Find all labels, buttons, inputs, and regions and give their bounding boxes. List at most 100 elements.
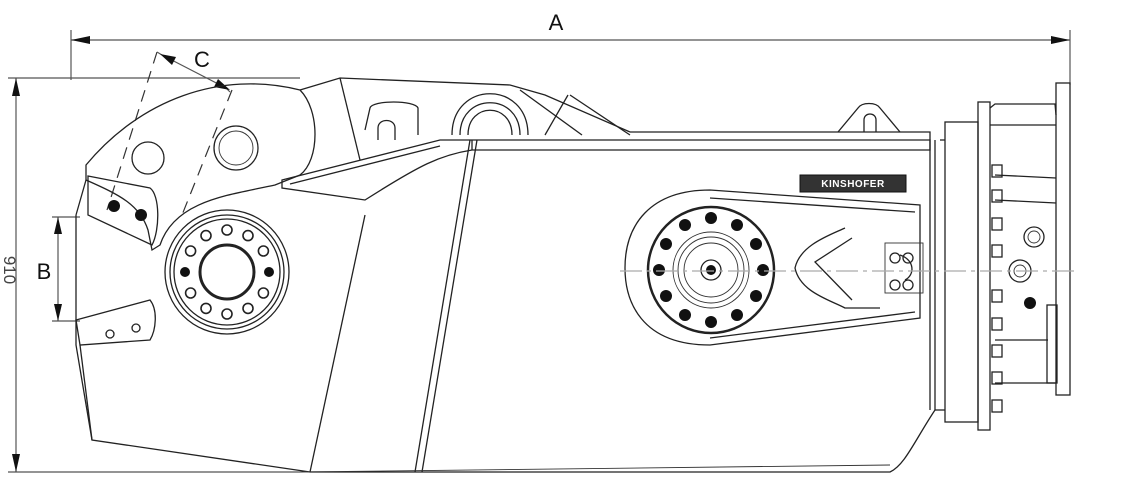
dimension-label-height: 910 bbox=[0, 256, 19, 284]
lifting-eye bbox=[863, 113, 877, 132]
bolt-head-icon bbox=[991, 217, 1003, 231]
bottom-plate-line bbox=[299, 464, 891, 473]
bolt-icon bbox=[221, 224, 233, 236]
hub-ring bbox=[173, 218, 281, 326]
roller bbox=[889, 252, 901, 264]
upper-frame bbox=[299, 77, 631, 133]
arrow-left-icon bbox=[71, 36, 90, 44]
arrow-icon bbox=[214, 79, 230, 90]
bolt-icon bbox=[200, 229, 212, 242]
dimension-b: B bbox=[37, 216, 80, 322]
bolt-icon bbox=[242, 302, 254, 315]
bolt-icon bbox=[135, 209, 147, 221]
dimension-label-b: B bbox=[37, 259, 52, 284]
roller-frame bbox=[884, 242, 924, 294]
bolt-icon bbox=[757, 264, 769, 276]
brand-plate-text: KINSHOFER bbox=[821, 179, 885, 190]
bolt-icon bbox=[184, 287, 197, 299]
bolt-icon bbox=[131, 323, 141, 333]
arch-lug-inner bbox=[467, 109, 513, 136]
lower-body-outline bbox=[75, 215, 936, 473]
bolt-icon bbox=[679, 219, 691, 231]
bolt-head-icon bbox=[991, 189, 1003, 203]
body-seam bbox=[414, 139, 471, 473]
bolt-icon bbox=[257, 287, 270, 299]
hook bbox=[899, 254, 913, 281]
hub-ring bbox=[169, 214, 285, 330]
brand-plate: KINSHOFER bbox=[799, 174, 907, 193]
lower-blade bbox=[75, 299, 156, 346]
brace bbox=[544, 94, 569, 136]
bolt-icon bbox=[750, 238, 762, 250]
gear-bolts bbox=[653, 212, 769, 328]
gear-ring bbox=[672, 231, 750, 309]
main-beam bbox=[281, 139, 931, 201]
bolt-icon bbox=[108, 200, 120, 212]
bolt-head-icon bbox=[991, 289, 1003, 303]
roller bbox=[902, 279, 914, 291]
bolt-head-icon bbox=[991, 164, 1003, 178]
coupler-bolts bbox=[991, 164, 1003, 413]
lower-jaw-edge bbox=[79, 344, 93, 441]
lifting-lug-right bbox=[837, 102, 901, 133]
rotation-housing bbox=[624, 189, 921, 346]
bolt-icon bbox=[180, 267, 190, 277]
body-seam bbox=[309, 214, 366, 473]
upper-blade bbox=[87, 175, 159, 246]
dimension-c: C bbox=[106, 47, 233, 221]
jaw-open-dashed-line bbox=[179, 89, 233, 221]
hub-center bbox=[198, 243, 256, 301]
rotation-assembly bbox=[624, 189, 924, 346]
jaw-hole bbox=[131, 141, 165, 175]
dimension-label-c: C bbox=[194, 47, 210, 72]
hub-bolts bbox=[180, 224, 274, 320]
bolt-icon bbox=[264, 267, 274, 277]
dimension-a: A bbox=[70, 10, 1071, 85]
bolt-icon bbox=[705, 316, 717, 328]
arrow-up-icon bbox=[12, 78, 20, 96]
gear-ring bbox=[677, 236, 745, 304]
arch-lug bbox=[451, 93, 529, 136]
arrow-down-icon bbox=[12, 454, 20, 472]
bolt-head-icon bbox=[991, 244, 1003, 258]
frame-edge bbox=[339, 77, 361, 161]
beam-line bbox=[289, 145, 441, 185]
bolt-icon bbox=[105, 329, 115, 339]
jaw-pin-hole-inner bbox=[218, 130, 254, 166]
bolt-icon bbox=[221, 308, 233, 320]
pivot-hub bbox=[164, 209, 290, 335]
brace bbox=[519, 89, 583, 136]
bolt-icon bbox=[184, 245, 197, 257]
gear-center-dot bbox=[706, 265, 716, 275]
bolt-icon bbox=[257, 245, 270, 257]
bolt-icon bbox=[660, 238, 672, 250]
coupler-line bbox=[994, 199, 1057, 204]
bolt-icon bbox=[242, 229, 254, 242]
rotator-coupler bbox=[935, 82, 1071, 431]
dimension-height: 910 bbox=[0, 77, 300, 473]
bolt-head-icon bbox=[991, 399, 1003, 413]
coupler-plate bbox=[1055, 82, 1071, 396]
arrow-icon bbox=[160, 54, 176, 65]
bolt-icon bbox=[200, 302, 212, 315]
body-seam bbox=[421, 139, 478, 473]
jaw-pin-hole bbox=[213, 125, 259, 171]
bolt-head-icon bbox=[991, 317, 1003, 331]
housing-inner bbox=[709, 197, 916, 339]
arrow-down-icon bbox=[54, 304, 62, 321]
gear-outer bbox=[646, 205, 776, 335]
dimension-label-a: A bbox=[549, 10, 564, 35]
arch-lug-inner bbox=[459, 102, 521, 136]
bolt-head-icon bbox=[991, 344, 1003, 358]
gear-ring bbox=[683, 242, 739, 298]
jaw-open-dashed-line bbox=[106, 51, 158, 211]
roller-cluster bbox=[884, 242, 924, 294]
top-plate bbox=[630, 131, 931, 140]
link-cutout bbox=[794, 227, 880, 309]
bolt-head-icon bbox=[991, 371, 1003, 385]
hydraulic-port-inner bbox=[1027, 230, 1041, 244]
bolt-icon bbox=[705, 212, 717, 224]
coupler-top bbox=[989, 103, 1057, 116]
bolt-icon bbox=[660, 290, 672, 302]
